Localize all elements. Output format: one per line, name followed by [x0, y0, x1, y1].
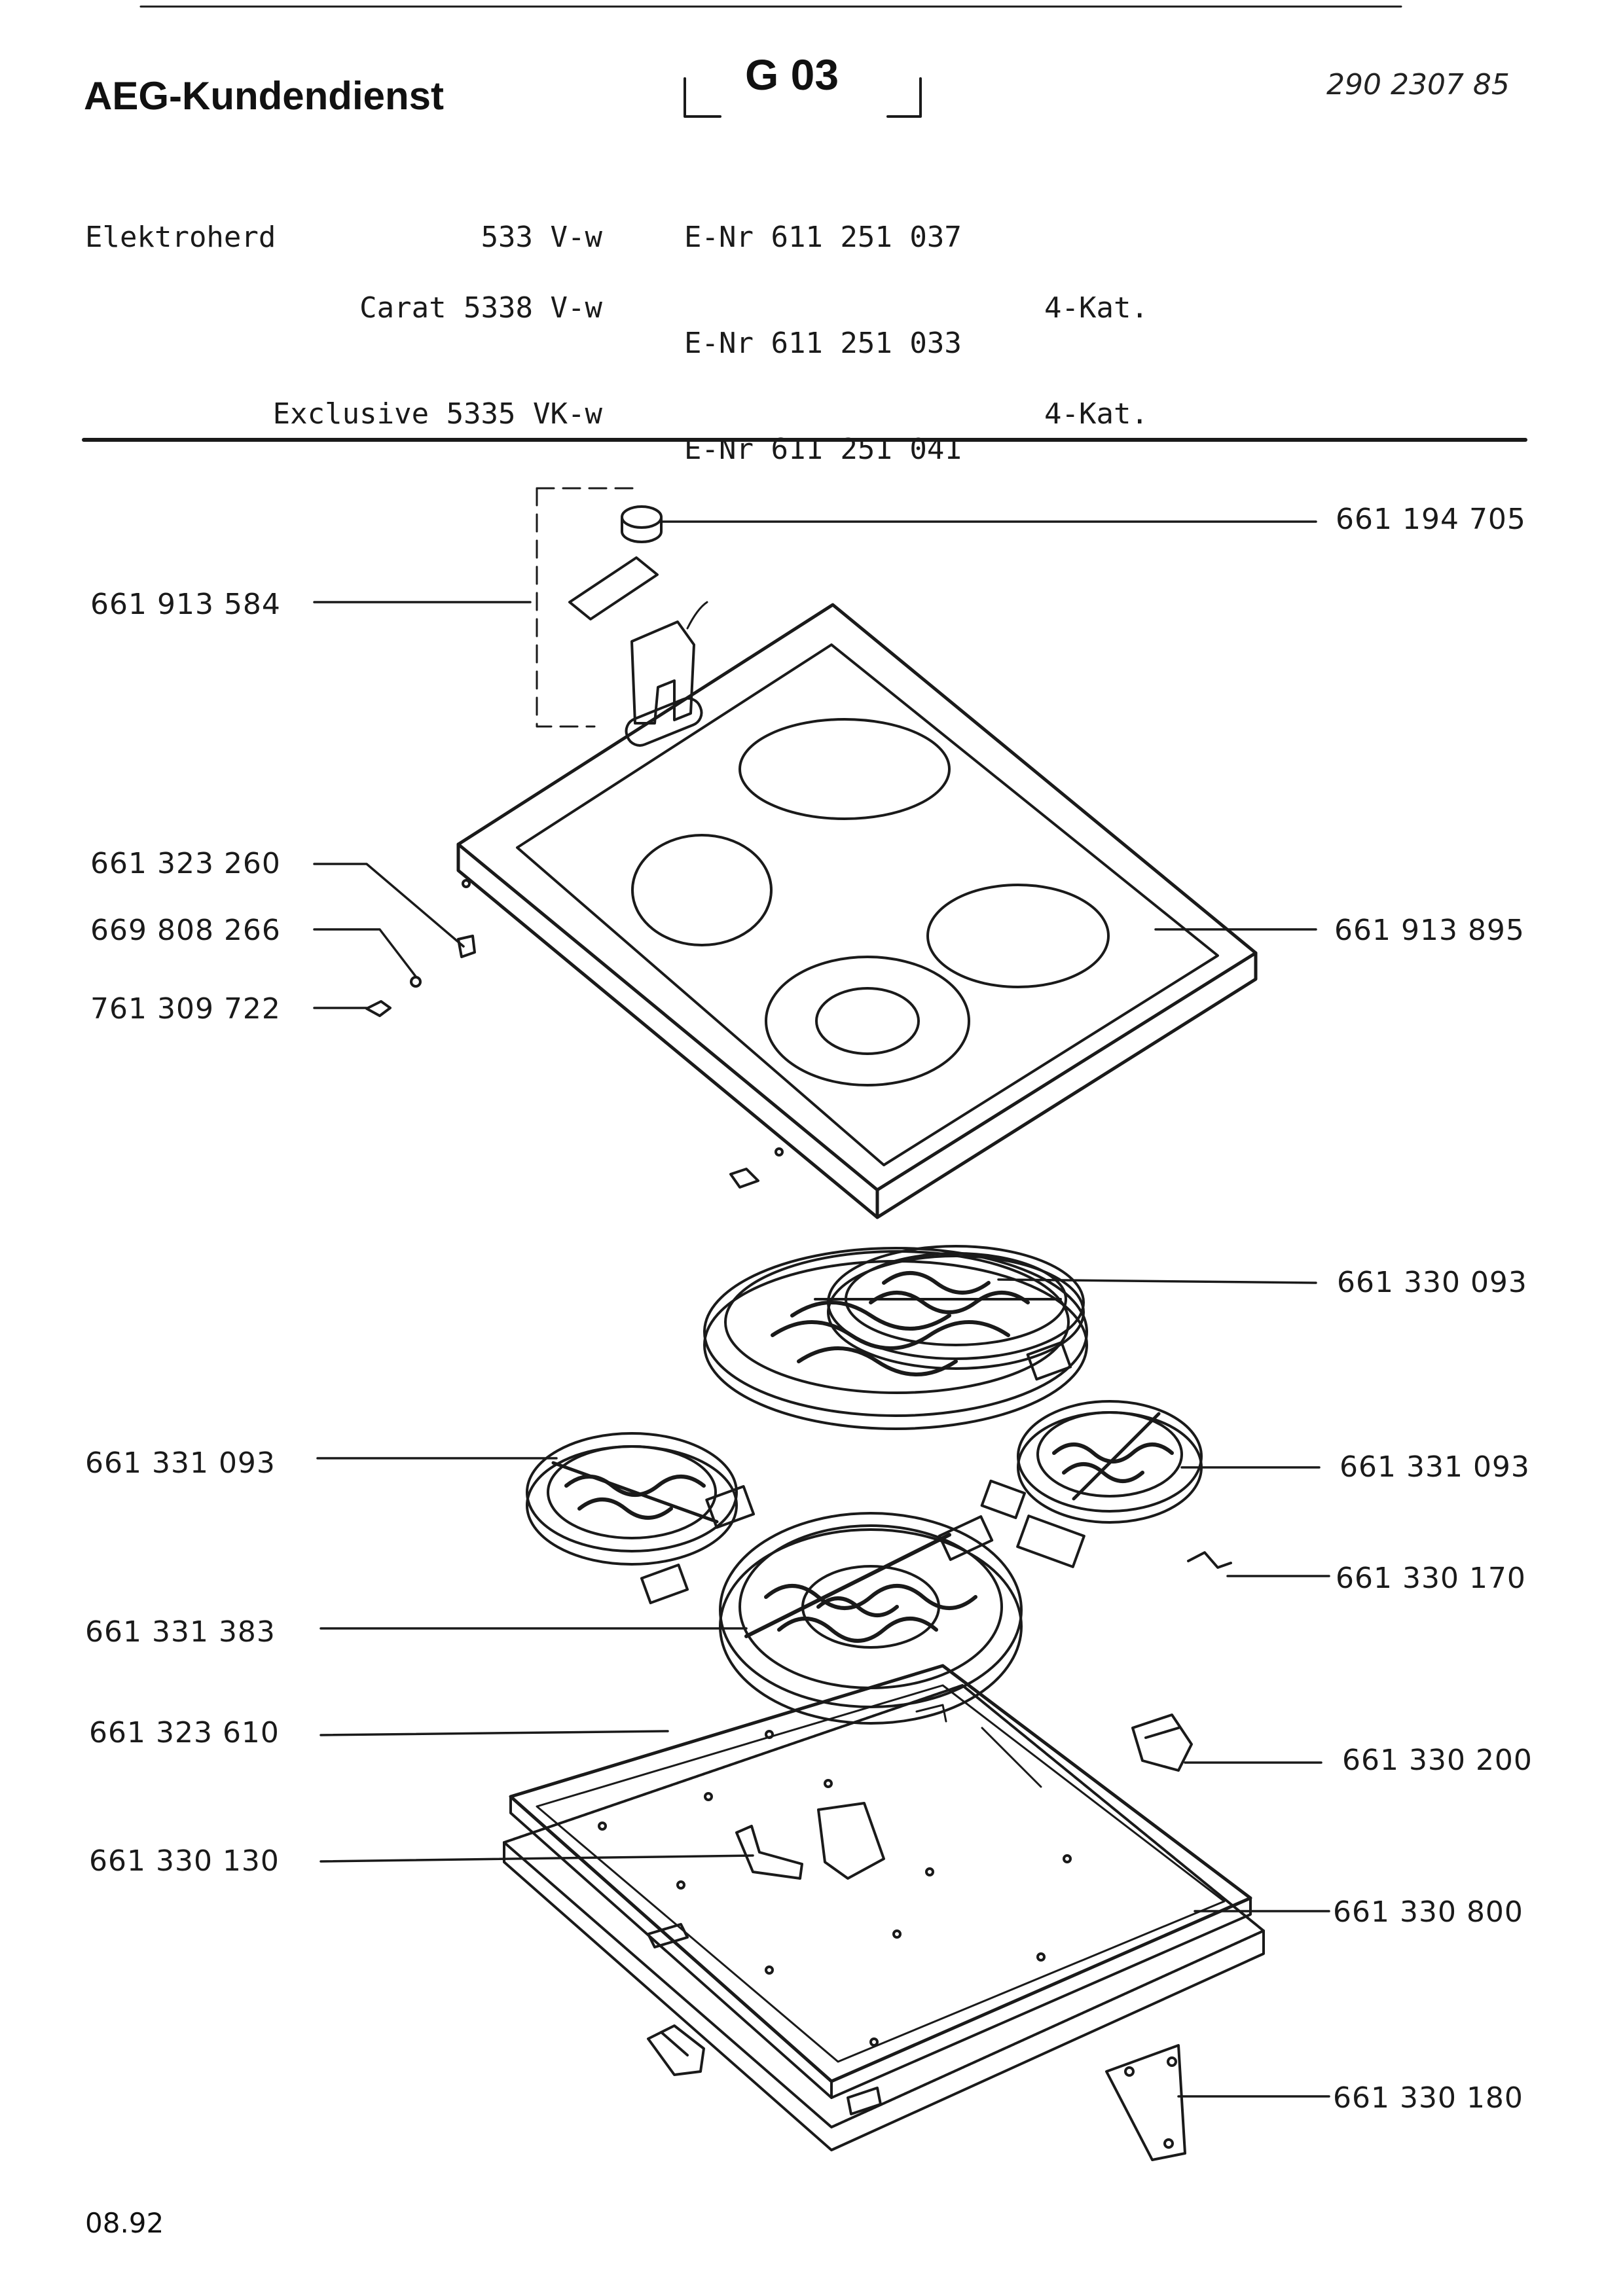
leader-lines — [313, 520, 1330, 2098]
hob-clip-icon — [729, 1168, 759, 1189]
model-list: Elektroherd 533 V-w Carat 5338 V-w Exclus… — [85, 149, 602, 503]
center-plate-icon — [817, 1802, 885, 1880]
ceramic-hob — [456, 603, 1258, 1219]
right-heating-element-icon — [980, 1400, 1203, 1568]
cooking-zone-oval — [739, 718, 951, 820]
bracket-icon — [1187, 1551, 1232, 1569]
model-row-2-name: Carat — [359, 291, 447, 325]
support-tray-icon — [509, 1664, 1252, 2099]
part-label-right-heating-element: 661 331 093 — [1340, 1450, 1530, 1484]
fastener-clip-icon — [410, 976, 422, 988]
oval-heating-element-icon — [814, 1245, 1085, 1381]
mounting-plate-icon — [1105, 2044, 1186, 2161]
category-list: 4-Kat. 4-Kat. — [1044, 149, 1148, 503]
tray-clip-icon — [735, 1825, 803, 1880]
part-label-large-heating-element: 661 330 093 — [1337, 1266, 1527, 1299]
switch-icon — [647, 2024, 705, 2076]
model-row-3-name: Exclusive — [272, 397, 429, 431]
enr-1: E-Nr 611 251 037 — [684, 221, 962, 254]
part-label-left-heating-element: 661 331 093 — [85, 1446, 276, 1480]
part-label-bracket-right: 661 330 170 — [1336, 1562, 1526, 1595]
frame-icon — [503, 1684, 1265, 2151]
cooking-zone-front-outer — [765, 956, 970, 1086]
left-heating-element-icon — [526, 1432, 756, 1605]
model-row-2: Carat 5338 V-w — [85, 291, 602, 326]
fastener-screw-icon — [457, 935, 476, 958]
part-label-terminal-block: 661 330 200 — [1342, 1744, 1533, 1777]
model-row-3: Exclusive 5335 VK-w — [85, 397, 602, 432]
part-label-control-knob-assembly: 661 913 584 — [90, 588, 281, 621]
part-label-bolt: 761 309 722 — [90, 992, 281, 1026]
knob-holder-icon — [630, 620, 695, 725]
model-row-2-model: 5338 V-w — [464, 291, 602, 325]
cooking-zone-right — [926, 884, 1110, 988]
part-label-dual-ring-element: 661 331 383 — [85, 1615, 276, 1649]
part-label-frame: 661 330 800 — [1333, 1895, 1523, 1929]
knob-body-icon — [568, 556, 659, 620]
product-label: Elektroherd — [85, 221, 276, 254]
knob-cap-icon — [621, 505, 663, 529]
part-label-mounting-plate: 661 330 180 — [1333, 2081, 1523, 2115]
part-label-tray-clip: 661 330 130 — [89, 1844, 280, 1878]
control-knob-assembly — [536, 487, 708, 728]
brand-title: AEG-Kundendienst — [84, 74, 444, 118]
model-row-1-model: 533 V-w — [481, 221, 602, 254]
part-label-ceramic-hob: 661 913 895 — [1334, 914, 1525, 947]
terminal-block-icon — [1131, 1713, 1193, 1772]
group-code: G 03 — [745, 50, 839, 99]
fastener-bolt-icon — [365, 1000, 392, 1017]
part-label-clip: 669 808 266 — [90, 914, 281, 947]
enr-2: E-Nr 611 251 033 — [684, 327, 962, 360]
part-label-screw: 661 323 260 — [90, 847, 281, 880]
cooking-zone-front-inner — [815, 987, 920, 1055]
group-code-bracket — [684, 77, 922, 118]
part-label-knob-cap: 661 194 705 — [1336, 503, 1526, 536]
document-number: 290 2307 85 — [1326, 68, 1510, 101]
part-label-support-tray: 661 323 610 — [89, 1716, 280, 1749]
category-2: 4-Kat. — [1044, 291, 1148, 325]
category-3: 4-Kat. — [1044, 397, 1148, 431]
cooking-zone-left — [631, 834, 773, 946]
date-code: 08.92 — [85, 2207, 164, 2239]
model-row-3-model: 5335 VK-w — [446, 397, 602, 431]
